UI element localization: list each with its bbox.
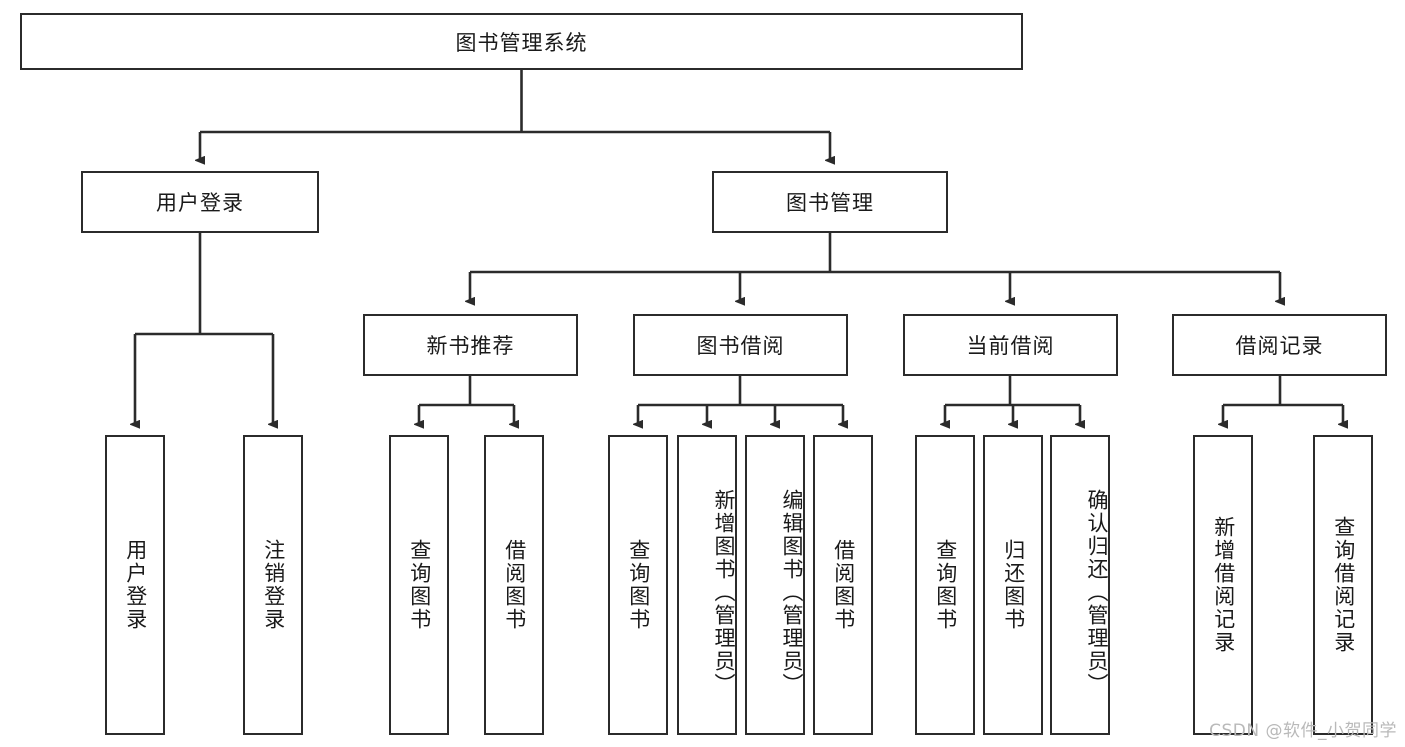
node-user-login-label: 用户登录 xyxy=(156,191,244,215)
node-root[interactable]: 图书管理系统 xyxy=(20,13,1023,70)
leaf-nb-borrow-book-label: 借阅图书 xyxy=(502,539,527,631)
leaf-br-query-record[interactable]: 查询借阅记录 xyxy=(1313,435,1373,735)
leaf-bb-borrow-book[interactable]: 借阅图书 xyxy=(813,435,873,735)
leaf-br-add-record[interactable]: 新增借阅记录 xyxy=(1193,435,1253,735)
leaf-user-login[interactable]: 用户登录 xyxy=(105,435,165,735)
node-book-management[interactable]: 图书管理 xyxy=(712,171,948,233)
leaf-logout[interactable]: 注销登录 xyxy=(243,435,303,735)
node-user-login[interactable]: 用户登录 xyxy=(81,171,319,233)
leaf-nb-query-book-label: 查询图书 xyxy=(407,539,432,631)
leaf-bb-edit-book[interactable]: 编辑图书（管理员） xyxy=(745,435,805,735)
node-book-borrow[interactable]: 图书借阅 xyxy=(633,314,848,376)
leaf-bb-add-book-label: 新增图书（管理员） xyxy=(712,488,736,696)
leaf-cb-query-book-label: 查询图书 xyxy=(933,539,958,631)
node-borrow-record-label: 借阅记录 xyxy=(1235,334,1324,358)
node-book-borrow-label: 图书借阅 xyxy=(696,334,785,358)
leaf-bb-edit-book-label: 编辑图书（管理员） xyxy=(780,488,804,696)
leaf-bb-borrow-book-label: 借阅图书 xyxy=(831,539,856,631)
leaf-user-login-label: 用户登录 xyxy=(123,539,148,631)
leaf-bb-add-book[interactable]: 新增图书（管理员） xyxy=(677,435,737,735)
leaf-cb-query-book[interactable]: 查询图书 xyxy=(915,435,975,735)
leaf-cb-return-book[interactable]: 归还图书 xyxy=(983,435,1043,735)
node-current-borrow[interactable]: 当前借阅 xyxy=(903,314,1118,376)
watermark: CSDN @软件_小贺同学 xyxy=(1209,721,1397,741)
leaf-nb-query-book[interactable]: 查询图书 xyxy=(389,435,449,735)
leaf-bb-query-book[interactable]: 查询图书 xyxy=(608,435,668,735)
node-root-label: 图书管理系统 xyxy=(455,30,588,55)
leaf-cb-confirm-return-label: 确认归还（管理员） xyxy=(1085,488,1109,696)
node-borrow-record[interactable]: 借阅记录 xyxy=(1172,314,1387,376)
leaf-br-query-record-label: 查询借阅记录 xyxy=(1331,516,1356,654)
node-book-management-label: 图书管理 xyxy=(786,191,874,215)
node-new-book-recommend[interactable]: 新书推荐 xyxy=(363,314,578,376)
leaf-bb-query-book-label: 查询图书 xyxy=(626,539,651,631)
leaf-br-add-record-label: 新增借阅记录 xyxy=(1211,516,1236,654)
leaf-logout-label: 注销登录 xyxy=(261,539,286,631)
node-new-book-recommend-label: 新书推荐 xyxy=(426,334,515,358)
leaf-cb-return-book-label: 归还图书 xyxy=(1001,539,1026,631)
leaf-cb-confirm-return[interactable]: 确认归还（管理员） xyxy=(1050,435,1110,735)
leaf-nb-borrow-book[interactable]: 借阅图书 xyxy=(484,435,544,735)
node-current-borrow-label: 当前借阅 xyxy=(966,334,1055,358)
